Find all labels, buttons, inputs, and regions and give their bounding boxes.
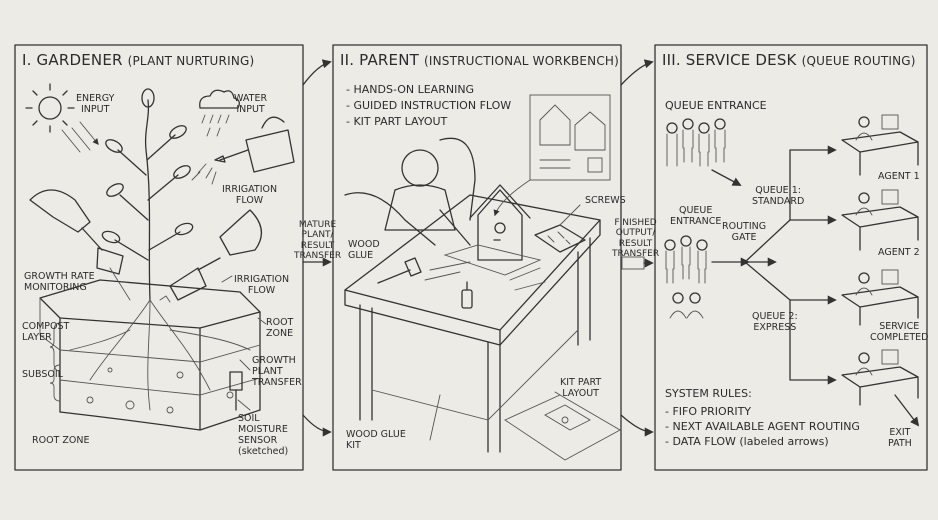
label-irrigation-flow-mid: IRRIGATION FLOW (234, 274, 290, 296)
agent-desk-2 (841, 189, 919, 251)
system-rules-title: SYSTEM RULES: (665, 387, 752, 400)
panel-parent-frame (332, 44, 622, 471)
label-transfer-first: MATURE PLANT/ RESULT TRANSFER (294, 220, 342, 262)
label-queue-2: QUEUE 2: EXPRESS (752, 311, 798, 333)
parent-bullet-1: - HANDS-ON LEARNING (346, 83, 475, 96)
agent-desk-4 (841, 349, 919, 406)
system-rule-1: - FIFO PRIORITY (665, 405, 752, 418)
agent-desk-3 (841, 269, 919, 326)
label-soil-moisture-sensor: SOIL MOISTURE SENSOR (sketched) (238, 413, 289, 457)
sun-icon (25, 83, 75, 133)
panel-parent-title: II. PARENT (INSTRUCTIONAL WORKBENCH) (340, 51, 620, 69)
panel-service-title-main: III. SERVICE DESK (662, 51, 797, 69)
label-agent-1: AGENT 1 (878, 171, 920, 182)
label-growth-plant-transfer: GROWTH PLANT TRANSFER (252, 355, 302, 388)
watering-can-icon (191, 116, 295, 185)
agent-desk-1 (841, 114, 919, 176)
label-wood-glue-kit: WOOD GLUE KIT (346, 429, 406, 451)
label-queue-1: QUEUE 1: STANDARD (752, 185, 805, 207)
panel-gardener-title-main: I. GARDENER (22, 51, 123, 69)
label-root-zone-bottom: ROOT ZONE (32, 435, 90, 446)
queue-people-middle (664, 235, 708, 319)
panel-gardener-title: I. GARDENER (PLANT NURTURING) (22, 51, 255, 69)
panel-service-subtitle: (QUEUE ROUTING) (801, 54, 916, 68)
panel-gardener-subtitle: (PLANT NURTURING) (127, 54, 255, 68)
screws-tray-icon (534, 204, 586, 253)
birdhouse-icon (443, 184, 542, 276)
child-figure (384, 149, 471, 246)
queue-people-top (666, 118, 726, 167)
label-energy-input: ENERGY INPUT (76, 93, 115, 115)
glue-bottle-icon (461, 281, 473, 309)
adult-hands (344, 137, 476, 246)
system-rule-2: - NEXT AVAILABLE AGENT ROUTING (665, 420, 860, 433)
hammer-icon (377, 257, 422, 284)
label-kit-part-layout: KIT PART LAYOUT (560, 377, 602, 399)
label-subsoil: SUBSOIL (22, 369, 63, 380)
panel-gardener-frame (14, 44, 304, 471)
label-growth-rate: GROWTH RATE MONITORING (24, 271, 95, 293)
workbench-icon (344, 194, 601, 453)
label-water-input: WATER INPUT (234, 93, 268, 115)
label-service-completed: SERVICE COMPLETED (870, 321, 929, 343)
panel-parent-subtitle: (INSTRUCTIONAL WORKBENCH) (423, 54, 620, 68)
soil-moisture-sensor-icon (229, 371, 243, 411)
transfer-arrows (302, 59, 654, 437)
label-transfer-second: FINISHED OUTPUT/ RESULT TRANSFER (612, 218, 660, 260)
panel-parent-title-main: II. PARENT (340, 51, 420, 69)
trowel-hand-left (29, 189, 124, 275)
parent-bullet-3: - KIT PART LAYOUT (346, 115, 448, 128)
label-wood-glue: WOOD GLUE (348, 239, 380, 261)
instruction-sheet-icon (493, 94, 611, 217)
label-queue-entrance-top: QUEUE ENTRANCE (665, 99, 767, 112)
kit-layout-sheet-icon (504, 391, 621, 461)
label-root-zone-right: ROOT ZONE (266, 317, 294, 339)
label-queue-entrance-mid: QUEUE ENTRANCE (670, 205, 722, 227)
label-agent-2: AGENT 2 (878, 247, 920, 258)
label-routing-gate: ROUTING GATE (722, 221, 767, 243)
label-irrigation-flow-top: IRRIGATION FLOW (222, 184, 278, 206)
label-screws: SCREWS (585, 195, 626, 206)
panel-service-frame (654, 44, 928, 471)
routing-arrows (711, 145, 920, 427)
label-compost: COMPOST LAYER (22, 321, 70, 343)
system-rule-3: - DATA FLOW (labeled arrows) (665, 435, 829, 448)
plant-icon (69, 88, 251, 411)
trowel-hand-right (159, 209, 262, 303)
label-exit-path: EXIT PATH (888, 427, 912, 449)
rain-cloud-icon (199, 89, 240, 137)
panel-service-title: III. SERVICE DESK (QUEUE ROUTING) (662, 51, 916, 69)
parent-bullet-2: - GUIDED INSTRUCTION FLOW (346, 99, 512, 112)
